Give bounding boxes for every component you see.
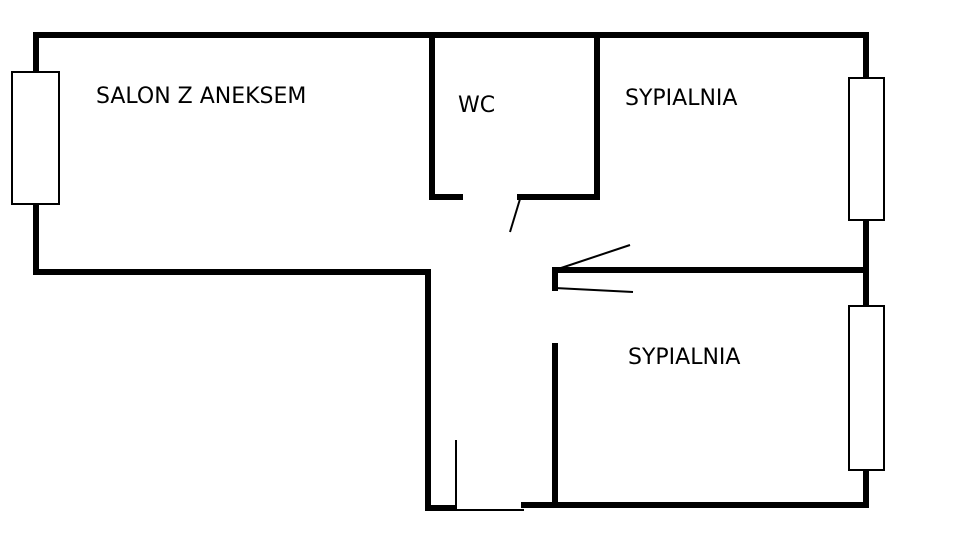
room-label-wc: WC bbox=[458, 93, 495, 118]
room-label-living: SALON Z ANEKSEM bbox=[96, 84, 306, 109]
bedroom-top-door-leaf bbox=[554, 244, 631, 271]
room-label-bedroom-bottom: SYPIALNIA bbox=[628, 345, 740, 370]
wc-door-leaf bbox=[509, 198, 521, 233]
wc-walls bbox=[429, 35, 600, 233]
room-label-bedroom-top: SYPIALNIA bbox=[625, 86, 737, 111]
windows bbox=[11, 71, 885, 471]
bedroom-walls bbox=[552, 244, 869, 508]
window-bedroom-top bbox=[848, 77, 885, 221]
bedroom-bottom-door-leaf bbox=[554, 287, 634, 293]
entrance-door bbox=[452, 440, 524, 511]
window-living bbox=[11, 71, 60, 205]
window-bedroom-bottom bbox=[848, 305, 885, 471]
